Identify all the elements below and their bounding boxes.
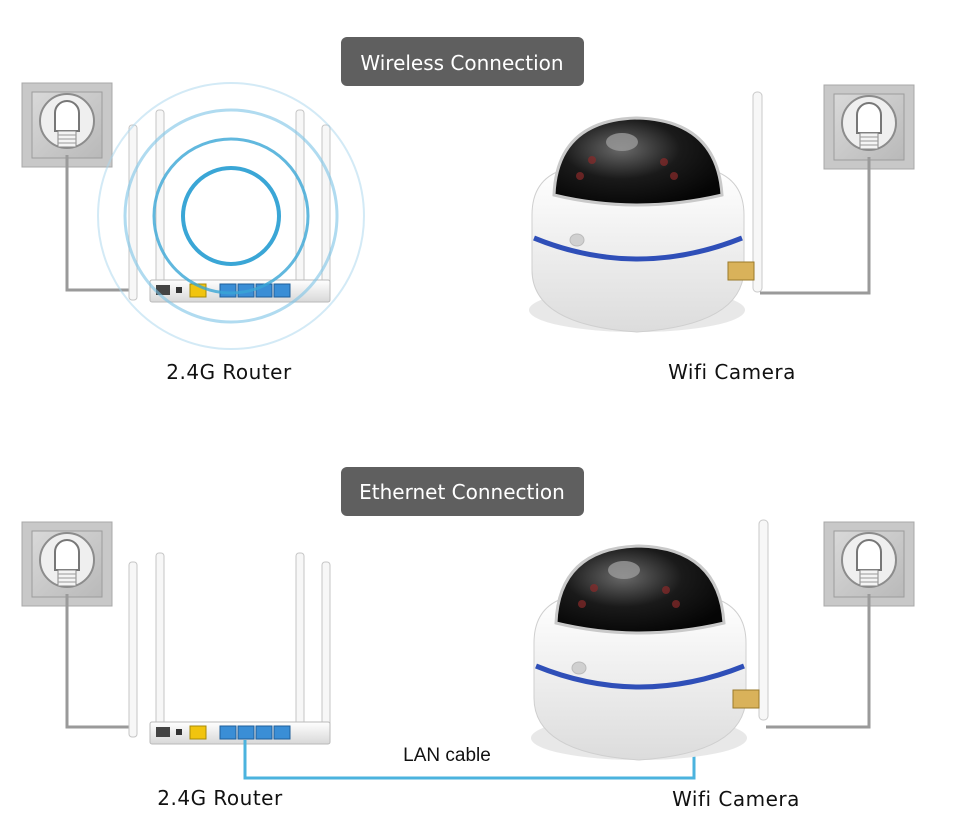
- ethernet-router-label: 2.4G Router: [157, 786, 283, 810]
- wall-socket-icon: [21, 521, 113, 607]
- wireless-title-pill: Wireless Connection: [341, 37, 584, 86]
- router-icon: [128, 552, 331, 745]
- lan-cable-label: LAN cable: [403, 745, 491, 766]
- lan-cable: [243, 740, 696, 780]
- wall-socket-icon: [823, 521, 915, 607]
- wireless-title: Wireless Connection: [360, 51, 563, 75]
- wall-socket-icon: [21, 82, 113, 168]
- ethernet-panel: Ethernet Connection LAN cable 2.4G Route…: [21, 467, 915, 811]
- wireless-router-label: 2.4G Router: [166, 360, 292, 384]
- ethernet-camera-label: Wifi Camera: [672, 787, 800, 811]
- ethernet-title: Ethernet Connection: [359, 480, 565, 504]
- power-cable: [766, 594, 871, 729]
- wifi-camera-icon: [531, 519, 769, 760]
- ethernet-title-pill: Ethernet Connection: [341, 467, 584, 516]
- wireless-panel: Wireless Connection 2.4G Router: [21, 37, 915, 384]
- wifi-signal-icon: [97, 82, 365, 350]
- wall-socket-icon: [823, 84, 915, 170]
- wireless-camera-label: Wifi Camera: [668, 360, 796, 384]
- power-cable: [65, 594, 130, 729]
- wifi-camera-icon: [529, 91, 763, 332]
- power-cable: [760, 157, 871, 295]
- power-cable: [65, 155, 130, 292]
